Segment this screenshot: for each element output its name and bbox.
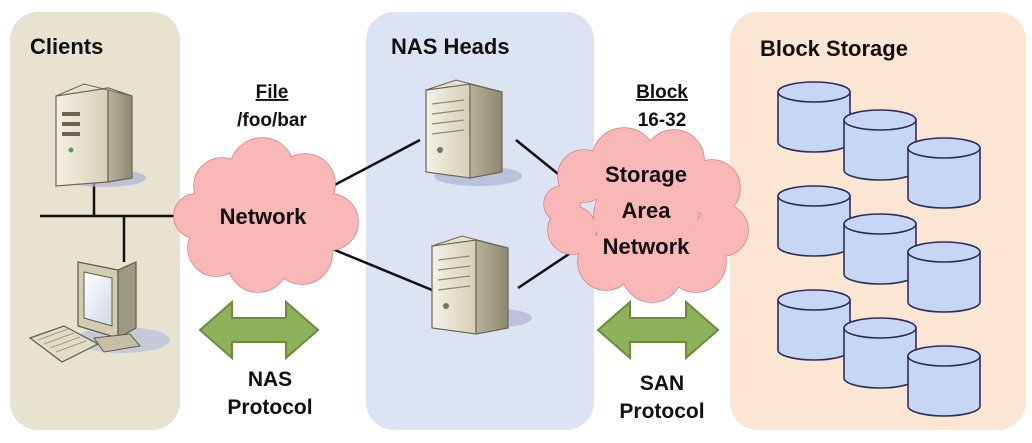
nas-protocol-line-2: Protocol xyxy=(227,396,312,419)
disk-cylinder-icon xyxy=(907,241,981,313)
disk-cylinder-icon xyxy=(907,137,981,209)
disk-cylinder-icon xyxy=(843,213,917,285)
block-heading: Block xyxy=(636,82,688,103)
network-cloud: Network xyxy=(173,137,359,293)
network-label: Network xyxy=(220,204,308,229)
file-path: /foo/bar xyxy=(237,110,307,131)
clients-panel xyxy=(10,12,180,430)
block-storage-title: Block Storage xyxy=(760,36,908,61)
disk-array xyxy=(777,81,981,417)
rack-server-icon xyxy=(431,235,532,335)
desktop-computer-icon xyxy=(28,261,170,363)
san-label-line-2: Area xyxy=(622,198,672,223)
nas-protocol-line-1: NAS xyxy=(248,368,292,391)
disk-cylinder-icon xyxy=(907,345,981,417)
file-heading: File xyxy=(256,82,289,103)
san-protocol-arrow-icon xyxy=(596,299,720,361)
san-protocol-line-1: SAN xyxy=(640,372,684,395)
disk-cylinder-icon xyxy=(777,185,851,257)
disk-cylinder-icon xyxy=(777,81,851,153)
nas-heads-panel xyxy=(366,12,594,430)
disk-cylinder-icon xyxy=(843,317,917,389)
rack-server-icon xyxy=(425,79,522,186)
tower-server-icon xyxy=(55,83,146,187)
san-label-line-1: Storage xyxy=(605,162,687,187)
san-protocol-line-2: Protocol xyxy=(619,400,704,423)
disk-cylinder-icon xyxy=(777,289,851,361)
block-range: 16-32 xyxy=(638,110,687,131)
disk-cylinder-icon xyxy=(843,109,917,181)
san-cloud: Storage Area Network xyxy=(543,127,749,303)
san-label-line-3: Network xyxy=(603,234,691,259)
nas-heads-title: NAS Heads xyxy=(391,34,510,59)
clients-title: Clients xyxy=(30,34,103,59)
nas-protocol-arrow-icon xyxy=(198,299,320,361)
client-bus-lines xyxy=(40,183,196,262)
